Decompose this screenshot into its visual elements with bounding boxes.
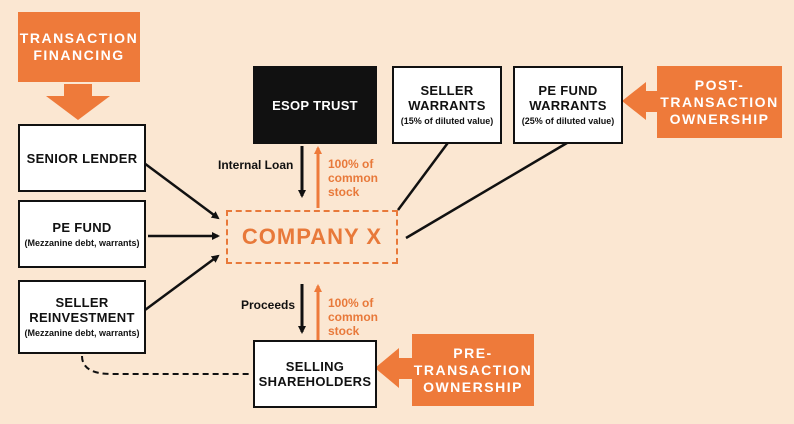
seller-reinvestment-subtitle: (Mezzanine debt, warrants) xyxy=(24,328,140,338)
seller-reinvestment-connector xyxy=(144,254,220,312)
senior-lender-box: SENIOR LENDER xyxy=(18,124,146,192)
reinvestment-dashed-connector xyxy=(81,355,252,375)
pe-fund-box: PE FUND (Mezzanine debt, warrants) xyxy=(18,200,146,268)
seller-reinvestment-box: SELLER REINVESTMENT (Mezzanine debt, war… xyxy=(18,280,146,354)
senior-lender-title: SENIOR LENDER xyxy=(26,150,138,166)
selling-shareholders-box: SELLING SHAREHOLDERS xyxy=(253,340,377,408)
financing-down-arrow xyxy=(46,84,110,120)
pe-fund-warrants-connector xyxy=(405,138,573,240)
seller-warrants-connector xyxy=(396,139,452,211)
internal-loan-label: Internal Loan xyxy=(218,158,294,172)
seller-warrants-title: SELLER WARRANTS xyxy=(408,83,486,113)
esop-trust-box: ESOP TRUST xyxy=(253,66,377,144)
company-x-node: COMPANY X xyxy=(226,210,398,264)
proceeds-label: Proceeds xyxy=(241,298,296,312)
selling-shareholders-title: SELLING SHAREHOLDERS xyxy=(258,359,372,389)
transaction-financing-label: TRANSACTION FINANCING xyxy=(18,12,140,82)
pe-fund-title: PE FUND xyxy=(52,219,112,235)
pe-fund-warrants-subtitle: (25% of diluted value) xyxy=(521,116,615,126)
esop-trust-title: ESOP TRUST xyxy=(272,97,358,113)
pre-transaction-arrow xyxy=(375,348,413,388)
pe-fund-warrants-title: PE FUND WARRANTS xyxy=(529,83,607,113)
stock-top-label: 100% of common stock xyxy=(328,157,379,199)
pe-fund-subtitle: (Mezzanine debt, warrants) xyxy=(24,237,140,248)
pre-transaction-label: PRE-TRANSACTION OWNERSHIP xyxy=(412,334,534,406)
seller-warrants-subtitle: (15% of diluted value) xyxy=(400,116,494,126)
pe-fund-warrants-box: PE FUND WARRANTS (25% of diluted value) xyxy=(513,66,623,144)
post-transaction-label: POST-TRANSACTION OWNERSHIP xyxy=(657,66,782,138)
seller-reinvestment-title: SELLER REINVESTMENT xyxy=(29,295,135,325)
seller-warrants-box: SELLER WARRANTS (15% of diluted value) xyxy=(392,66,502,144)
post-transaction-arrow xyxy=(622,82,660,120)
senior-lender-connector xyxy=(139,158,220,220)
stock-bottom-label: 100% of common stock xyxy=(328,296,379,338)
